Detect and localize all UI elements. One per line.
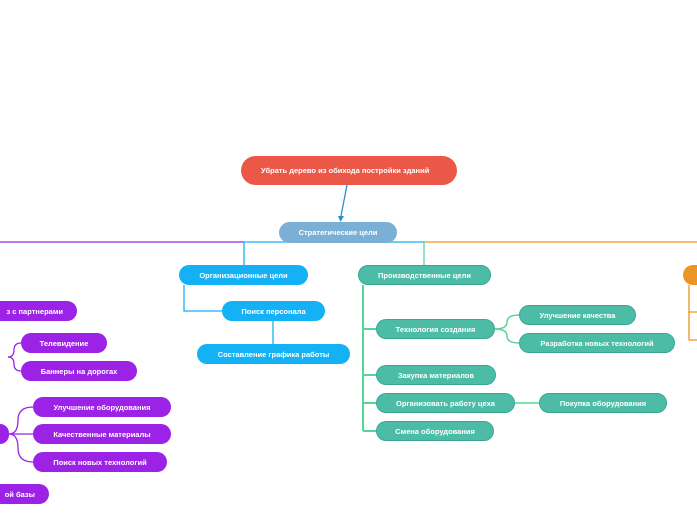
television-topic[interactable]: Телевидение — [21, 333, 107, 353]
root-topic-label: Убрать дерево из обихода постройки здани… — [261, 166, 430, 175]
new-tech-search-label: Поиск новых технологий — [53, 457, 147, 467]
quality-materials-topic[interactable]: Качественные материалы — [33, 424, 171, 444]
root-arrow-line — [340, 184, 348, 217]
new-tech-search-topic[interactable]: Поиск новых технологий — [33, 452, 167, 472]
strategic-goals-label: Стратегические цели — [298, 228, 378, 237]
organizational-goals-label: Организационные цели — [199, 270, 288, 280]
materials-purchase-topic[interactable]: Закупка материалов — [376, 365, 496, 385]
creation-technology-topic[interactable]: Технология создания — [376, 319, 495, 339]
strategic-goals-topic[interactable]: Стратегические цели — [279, 222, 397, 243]
equipment-upgrade-label: Улучшение оборудования — [53, 402, 151, 412]
organizational-goals-topic[interactable]: Организационные цели — [179, 265, 308, 285]
road-banners-label: Баннеры на дорогах — [40, 366, 118, 376]
partners-topic[interactable]: з с партнерами — [0, 301, 77, 321]
personnel-search-label: Поиск персонала — [241, 306, 306, 316]
partners-label: з с партнерами — [6, 306, 63, 316]
left-link-equip — [8, 406, 34, 435]
org-link-1 — [183, 285, 222, 312]
root-topic[interactable]: Убрать дерево из обихода постройки здани… — [241, 156, 457, 185]
personnel-search-topic[interactable]: Поиск персонала — [222, 301, 325, 321]
road-banners-topic[interactable]: Баннеры на дорогах — [21, 361, 137, 381]
workshop-organization-topic[interactable]: Организовать работу цеха — [376, 393, 515, 413]
work-schedule-label: Составление графика работы — [217, 349, 330, 359]
new-tech-development-topic[interactable]: Разработка новых технологий — [519, 333, 675, 353]
equipment-purchase-label: Покупка оборудования — [559, 398, 647, 408]
television-label: Телевидение — [39, 338, 89, 348]
equipment-upgrade-topic[interactable]: Улучшение оборудования — [33, 397, 171, 417]
left-link-banners — [7, 356, 22, 372]
base-label: ой базы — [4, 489, 35, 499]
creation-technology-label: Технология создания — [395, 324, 476, 334]
right-link-1 — [688, 285, 697, 313]
base-topic[interactable]: ой базы — [0, 484, 49, 504]
production-goals-topic[interactable]: Производственные цели — [358, 265, 491, 285]
quality-improvement-label: Улучшение качества — [539, 310, 616, 320]
materials-purchase-label: Закупка материалов — [397, 370, 475, 380]
new-tech-development-label: Разработка новых технологий — [540, 338, 654, 348]
tech-link-1 — [494, 314, 520, 330]
right-link-2 — [688, 312, 697, 341]
left-link-newtech — [8, 433, 34, 463]
equipment-purchase-topic[interactable]: Покупка оборудования — [539, 393, 667, 413]
left-link-tv — [7, 342, 22, 358]
root-arrow-head — [338, 216, 344, 222]
work-schedule-topic[interactable]: Составление графика работы — [197, 344, 350, 364]
tech-link-2 — [494, 328, 520, 344]
workshop-organization-label: Организовать работу цеха — [396, 398, 495, 408]
quality-improvement-topic[interactable]: Улучшение качества — [519, 305, 636, 325]
production-goals-label: Производственные цели — [378, 270, 471, 280]
left-hidden-topic[interactable] — [0, 424, 9, 444]
equipment-change-topic[interactable]: Смена оборудования — [376, 421, 494, 441]
quality-materials-label: Качественные материалы — [53, 429, 151, 439]
right-branch-topic[interactable] — [683, 265, 697, 285]
equipment-change-label: Смена оборудования — [395, 426, 475, 436]
